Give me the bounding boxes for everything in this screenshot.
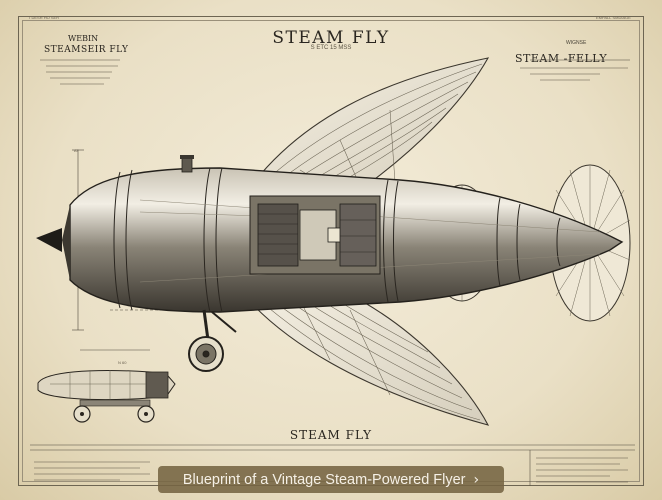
header-left-small: WEBIN [68,34,99,43]
lower-wing [236,287,490,426]
corner-label-top-right: EMPALL SMDIAGE [596,15,631,20]
page-title: STEAM FLY [272,28,390,48]
fuselage [36,155,624,313]
dimension-label: AT [74,148,79,153]
side-view-sketch [37,369,176,423]
landing-gear [188,309,237,372]
header-right-title: STEAM -FELLY [515,52,608,65]
notes-block [34,450,628,486]
text-lines-left [40,59,120,85]
upper-wing [246,57,490,191]
text-lines-right [520,67,628,81]
aux-label: N 60 [118,360,127,365]
corner-label-top-left: T DESR HO SER [28,15,60,20]
header-right-small: WIGNSE [566,40,587,46]
chevron-right-icon: › [473,471,480,488]
image-caption-link[interactable]: Blueprint of a Vintage Steam-Powered Fly… [158,466,504,493]
page-subtitle: S ETC 15 MSS [310,45,352,51]
drawing-caption-title: STEAM FLY [289,428,373,442]
caption-text: Blueprint of a Vintage Steam-Powered Fly… [182,471,466,488]
header-left-title: STEAMSEIR FLY [44,45,129,55]
engine-section [249,195,381,275]
